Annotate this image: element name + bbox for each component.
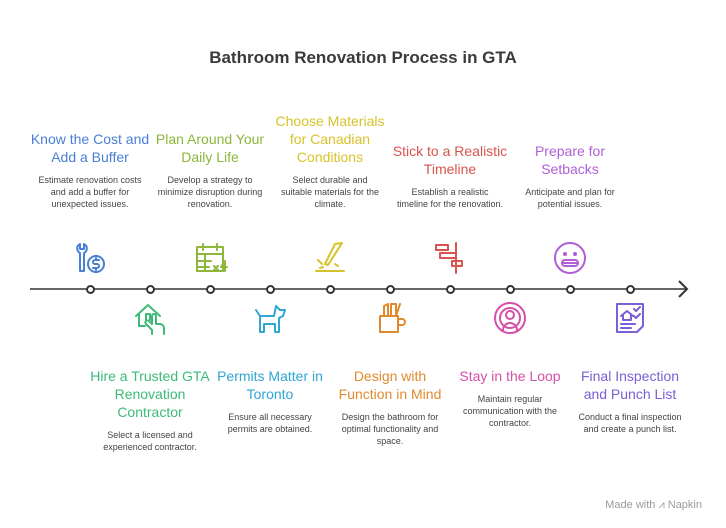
step-title: Prepare for Setbacks bbox=[534, 143, 606, 177]
timeline-dot bbox=[325, 285, 335, 294]
step-title: Stay in the Loop bbox=[459, 368, 561, 384]
step-description: Establish a realistic timeline for the r… bbox=[396, 187, 504, 209]
timeline-dot bbox=[625, 285, 635, 294]
page-title: Bathroom Renovation Process in GTA bbox=[209, 48, 517, 67]
step-title: Know the Cost and Add a Buffer bbox=[30, 131, 150, 165]
grimace-face-icon bbox=[552, 240, 588, 276]
step-9: Prepare for Setbacks Anticipate and plan… bbox=[510, 142, 630, 210]
dog-icon bbox=[252, 300, 288, 336]
step-6: Design with Function in Mind Design the … bbox=[330, 367, 450, 447]
step-1: Know the Cost and Add a Buffer Estimate … bbox=[30, 130, 150, 210]
step-description: Conduct a final inspection and create a … bbox=[578, 412, 682, 434]
timeline-dot bbox=[265, 285, 275, 294]
timeline-dot bbox=[85, 285, 95, 294]
calendar-icon bbox=[192, 240, 228, 276]
napkin-brand: Napkin bbox=[667, 499, 702, 511]
timeline-dot bbox=[385, 285, 395, 294]
step-title: Choose Materials for Canadian Conditions bbox=[275, 113, 385, 165]
made-with-label: Made with bbox=[605, 499, 656, 511]
step-4: Permits Matter in Toronto Ensure all nec… bbox=[210, 367, 330, 435]
step-description: Estimate renovation costs and add a buff… bbox=[38, 175, 142, 209]
timeline-dot bbox=[445, 285, 455, 294]
timeline-dot bbox=[205, 285, 215, 294]
step-3: Plan Around Your Daily Life Develop a st… bbox=[150, 130, 270, 210]
timeline-dot bbox=[145, 285, 155, 294]
brush-icon bbox=[312, 240, 348, 276]
step-description: Maintain regular communication with the … bbox=[462, 394, 558, 428]
step-10: Final Inspection and Punch List Conduct … bbox=[570, 367, 690, 435]
step-title: Hire a Trusted GTA Renovation Contractor bbox=[90, 368, 210, 420]
napkin-watermark: Made with ⩘ Napkin bbox=[605, 499, 702, 512]
step-title: Stick to a Realistic Timeline bbox=[392, 143, 508, 177]
step-title: Plan Around Your Daily Life bbox=[155, 131, 265, 165]
step-description: Design the bathroom for optimal function… bbox=[341, 412, 439, 446]
broadcast-person-icon bbox=[492, 300, 528, 336]
step-title: Permits Matter in Toronto bbox=[217, 368, 323, 402]
timeline-dot bbox=[505, 285, 515, 294]
step-description: Develop a strategy to minimize disruptio… bbox=[157, 175, 263, 209]
step-title: Design with Function in Mind bbox=[338, 368, 442, 402]
gantt-icon bbox=[432, 240, 468, 276]
timeline-dot bbox=[565, 285, 575, 294]
step-description: Ensure all necessary permits are obtaine… bbox=[227, 412, 313, 434]
wrench-dollar-icon bbox=[72, 240, 108, 276]
step-description: Select a licensed and experienced contra… bbox=[103, 430, 197, 452]
checklist-icon bbox=[612, 300, 648, 336]
step-8: Stay in the Loop Maintain regular commun… bbox=[450, 367, 570, 429]
step-7: Stick to a Realistic Timeline Establish … bbox=[390, 142, 510, 210]
tool-mug-icon bbox=[372, 300, 408, 336]
step-title: Final Inspection and Punch List bbox=[580, 368, 680, 402]
house-hand-icon bbox=[132, 300, 168, 336]
step-description: Anticipate and plan for potential issues… bbox=[525, 187, 615, 209]
step-description: Select durable and suitable materials fo… bbox=[280, 175, 380, 209]
napkin-logo-icon: ⩘ bbox=[658, 499, 665, 511]
step-5: Choose Materials for Canadian Conditions… bbox=[270, 112, 390, 210]
step-2: Hire a Trusted GTA Renovation Contractor… bbox=[90, 367, 210, 453]
